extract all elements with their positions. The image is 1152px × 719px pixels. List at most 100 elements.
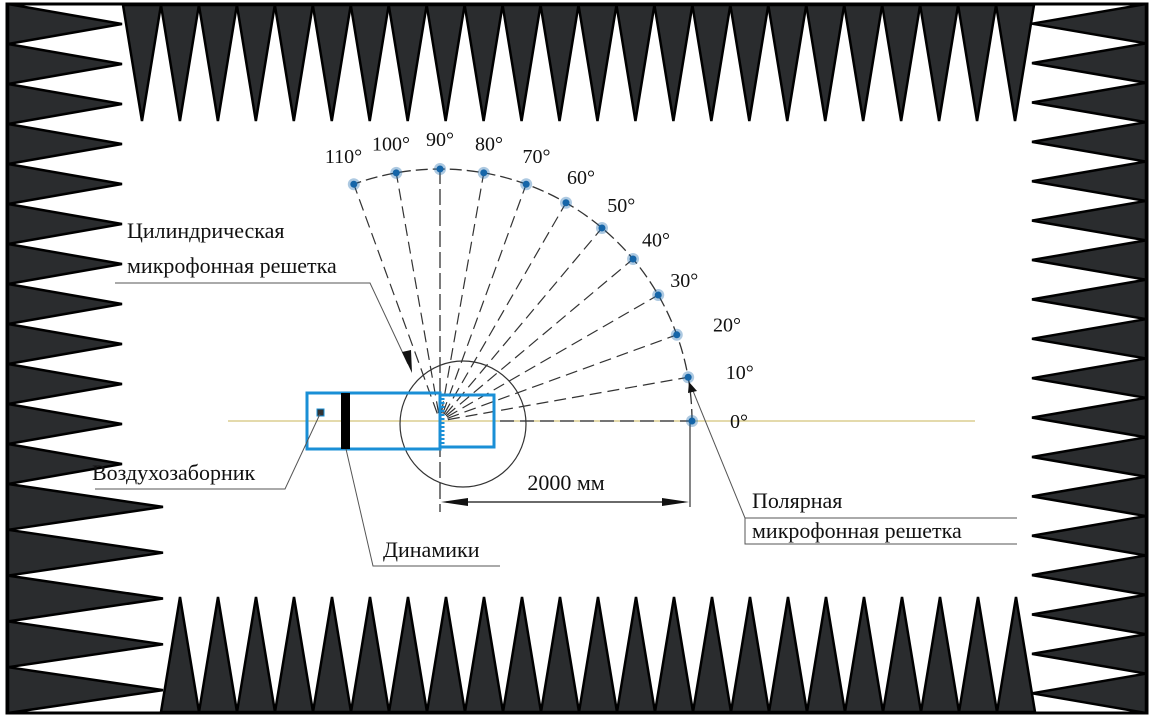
left-wedge bbox=[6, 282, 123, 326]
left-wedge bbox=[6, 528, 164, 578]
bottom-wedge bbox=[463, 596, 505, 714]
polar-mic-point bbox=[480, 169, 488, 177]
cylindrical-array-arrow bbox=[402, 350, 412, 373]
bottom-wedge bbox=[957, 596, 999, 714]
angle-label: 90° bbox=[426, 129, 454, 151]
left-wedge bbox=[6, 665, 164, 715]
top-wedge bbox=[880, 3, 922, 122]
polar-mic-point bbox=[350, 180, 358, 188]
right-wedge bbox=[1031, 41, 1148, 85]
polar-mic-point bbox=[673, 331, 681, 339]
polar-ray bbox=[447, 376, 689, 421]
top-wedge bbox=[539, 3, 580, 122]
bottom-wedge bbox=[273, 596, 315, 714]
top-wedge bbox=[652, 3, 694, 122]
bottom-wedge bbox=[653, 596, 695, 714]
polar-mic-point bbox=[522, 180, 530, 188]
right-wedge bbox=[1031, 278, 1148, 321]
absorber-wedges bbox=[6, 2, 1148, 715]
right-wedge bbox=[1031, 593, 1148, 636]
left-wedge bbox=[6, 242, 123, 286]
speaker-bar bbox=[341, 393, 350, 449]
bottom-wedge bbox=[425, 596, 467, 714]
left-wedge bbox=[6, 202, 123, 246]
bottom-wedge bbox=[919, 596, 961, 714]
top-wedge bbox=[349, 3, 391, 122]
polar-ray bbox=[443, 202, 567, 415]
right-wedge bbox=[1031, 632, 1148, 676]
left-wedge bbox=[6, 402, 123, 446]
top-wedge bbox=[501, 3, 543, 122]
left-wedge bbox=[6, 322, 123, 366]
polar-rays bbox=[353, 172, 689, 421]
polar-mic-point bbox=[684, 373, 692, 381]
right-wedge bbox=[1031, 317, 1148, 360]
bottom-wedge bbox=[995, 596, 1037, 714]
top-wedge bbox=[577, 3, 618, 122]
bottom-wedge bbox=[539, 596, 581, 714]
bottom-wedge bbox=[843, 596, 885, 714]
bottom-wedge bbox=[881, 596, 923, 714]
top-wedge bbox=[804, 3, 846, 122]
left-wedge bbox=[6, 619, 164, 669]
right-wedge bbox=[1031, 2, 1148, 45]
top-wedge bbox=[728, 3, 770, 122]
right-wedge bbox=[1031, 396, 1148, 439]
top-wedge bbox=[311, 3, 353, 122]
bottom-wedge bbox=[577, 596, 619, 714]
angle-label: 10° bbox=[726, 362, 754, 384]
angle-label: 60° bbox=[567, 167, 595, 189]
bottom-wedge bbox=[805, 596, 847, 714]
bottom-wedge bbox=[197, 596, 239, 714]
top-wedge bbox=[273, 3, 315, 122]
bottom-wedge bbox=[729, 596, 771, 714]
chamber-frame bbox=[5, 2, 1149, 715]
right-wedge bbox=[1031, 160, 1148, 203]
polar-mic-point bbox=[688, 417, 696, 425]
angle-label: 80° bbox=[475, 133, 503, 155]
right-wedge bbox=[1031, 357, 1148, 400]
polar-mic-point bbox=[392, 169, 400, 177]
right-wedge bbox=[1031, 81, 1148, 124]
bottom-wedge bbox=[159, 596, 201, 714]
left-wedge bbox=[6, 362, 123, 406]
polar-array-label-line1: Полярная bbox=[752, 488, 842, 513]
top-wedge bbox=[425, 3, 467, 122]
polar-ray bbox=[445, 258, 634, 417]
air-intake-label: Воздухозаборник bbox=[92, 460, 256, 485]
top-wedge bbox=[766, 3, 808, 122]
left-wedge bbox=[6, 162, 123, 206]
dimension-arrow-left bbox=[441, 498, 468, 506]
right-wedge bbox=[1031, 514, 1148, 557]
device-head bbox=[438, 393, 496, 449]
angle-label: 40° bbox=[642, 230, 670, 252]
polar-mic-point bbox=[629, 255, 637, 263]
top-wedge bbox=[994, 3, 1036, 122]
polar-mic-point bbox=[598, 224, 606, 232]
bottom-wedge bbox=[349, 596, 391, 714]
angle-label: 0° bbox=[730, 411, 748, 433]
cylindrical-array-label-line2: микрофонная решетка bbox=[127, 253, 337, 278]
polar-array-label-line2: микрофонная решетка bbox=[752, 518, 962, 543]
angle-label: 20° bbox=[713, 315, 741, 337]
left-wedge bbox=[6, 82, 123, 126]
polar-arc bbox=[353, 168, 693, 422]
right-wedge bbox=[1031, 120, 1148, 164]
speakers-leader bbox=[345, 448, 500, 567]
bottom-wedge bbox=[501, 596, 543, 714]
top-wedge bbox=[614, 3, 656, 122]
bottom-wedge bbox=[691, 596, 733, 714]
bottom-wedge bbox=[767, 596, 809, 714]
top-wedge bbox=[956, 3, 998, 122]
top-wedge bbox=[235, 3, 277, 122]
angle-label: 100° bbox=[372, 133, 410, 155]
polar-ray bbox=[447, 334, 678, 419]
polar-mic-point bbox=[562, 199, 570, 207]
right-wedge bbox=[1031, 238, 1148, 282]
distance-label: 2000 мм bbox=[527, 470, 604, 495]
left-wedge bbox=[6, 2, 123, 46]
polar-mic-points: 0°10°20°30°40°50°60°70°80°90°100°110° bbox=[325, 129, 754, 433]
polar-ray bbox=[395, 172, 440, 414]
polar-array-leader bbox=[690, 385, 1017, 545]
